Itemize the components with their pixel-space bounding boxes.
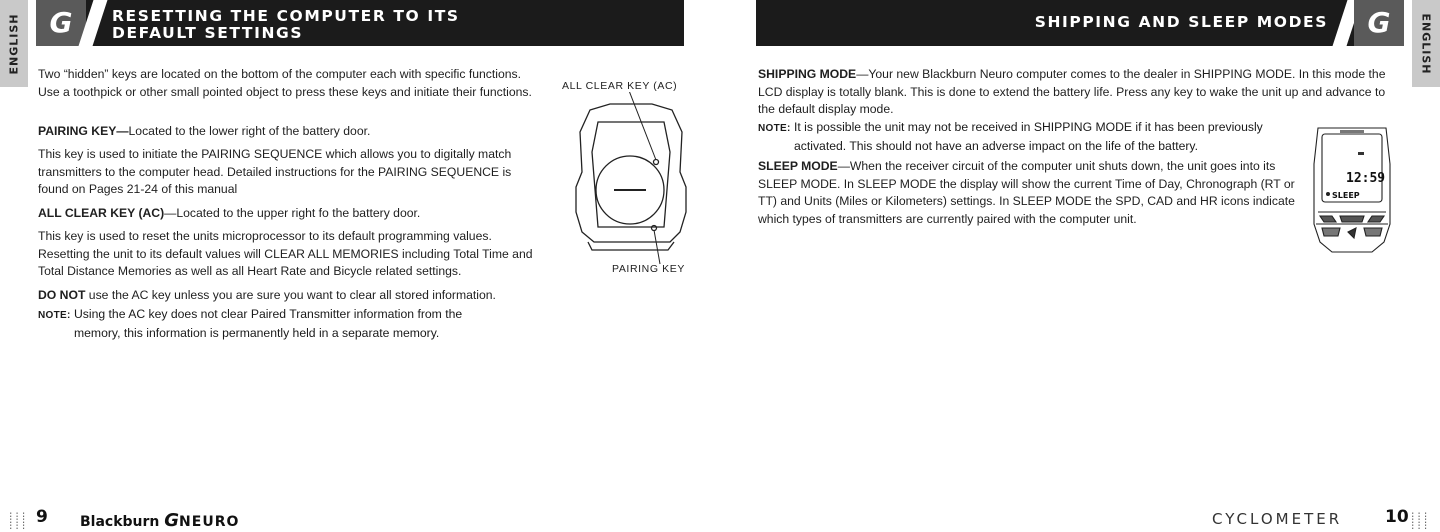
- ac-key-heading-line: ALL CLEAR KEY (AC)—Located to the upper …: [38, 206, 421, 220]
- page-number-right: 10: [1385, 507, 1409, 527]
- side-tab-label-right: ENGLISH: [1419, 13, 1433, 74]
- pairing-key-body: This key is used to initiate the PAIRING…: [38, 147, 512, 196]
- lcd-sleep-label: SLEEP: [1332, 191, 1360, 200]
- do-not-warning: DO NOT use the AC key unless you are sur…: [38, 288, 496, 302]
- right-note: NOTE:It is possible the unit may not be …: [758, 120, 1263, 153]
- pairing-key-heading-line: PAIRING KEY—Located to the lower right o…: [38, 124, 371, 138]
- computer-front-sleep-mode-diagram: 12:59 SLEEP: [1313, 127, 1391, 253]
- intro-paragraph: Two “hidden” keys are located on the bot…: [38, 67, 532, 99]
- computer-underside-diagram: [575, 92, 687, 265]
- blackburn-g-icon: G: [164, 510, 180, 531]
- pairing-key-label: PAIRING KEY: [612, 263, 685, 275]
- all-clear-key-label: ALL CLEAR KEY (AC): [562, 80, 678, 92]
- blackburn-logo-icon: G: [36, 0, 86, 46]
- shipping-mode-paragraph: SHIPPING MODE—Your new Blackburn Neuro c…: [758, 67, 1386, 116]
- left-page-title: RESETTING THE COMPUTER TO ITS DEFAULT SE…: [112, 7, 460, 42]
- side-tab-label: ENGLISH: [7, 13, 21, 74]
- side-tab-right: ENGLISH: [1412, 0, 1440, 87]
- brand-wordmark: Blackburn GNEURO: [80, 510, 240, 531]
- footer-word: CYCLOMETER: [1212, 510, 1343, 528]
- page-number-left: 9: [36, 507, 48, 527]
- right-header-bar: SHIPPING AND SLEEP MODES G: [756, 0, 1404, 46]
- ac-key-body: This key is used to reset the units micr…: [38, 229, 533, 278]
- footer-dots-left: :::::::::: [8, 510, 28, 532]
- side-tab-left: ENGLISH: [0, 0, 28, 87]
- footer-dots-right: :::::::::: [1410, 510, 1430, 532]
- right-page-title: SHIPPING AND SLEEP MODES: [1034, 13, 1328, 31]
- left-note: NOTE:Using the AC key does not clear Pai…: [38, 307, 463, 340]
- left-header-bar: G RESETTING THE COMPUTER TO ITS DEFAULT …: [36, 0, 684, 46]
- blackburn-logo-icon-right: G: [1354, 0, 1404, 46]
- sleep-mode-paragraph: SLEEP MODE—When the receiver circuit of …: [758, 159, 1295, 226]
- lcd-time: 12:59: [1346, 171, 1385, 186]
